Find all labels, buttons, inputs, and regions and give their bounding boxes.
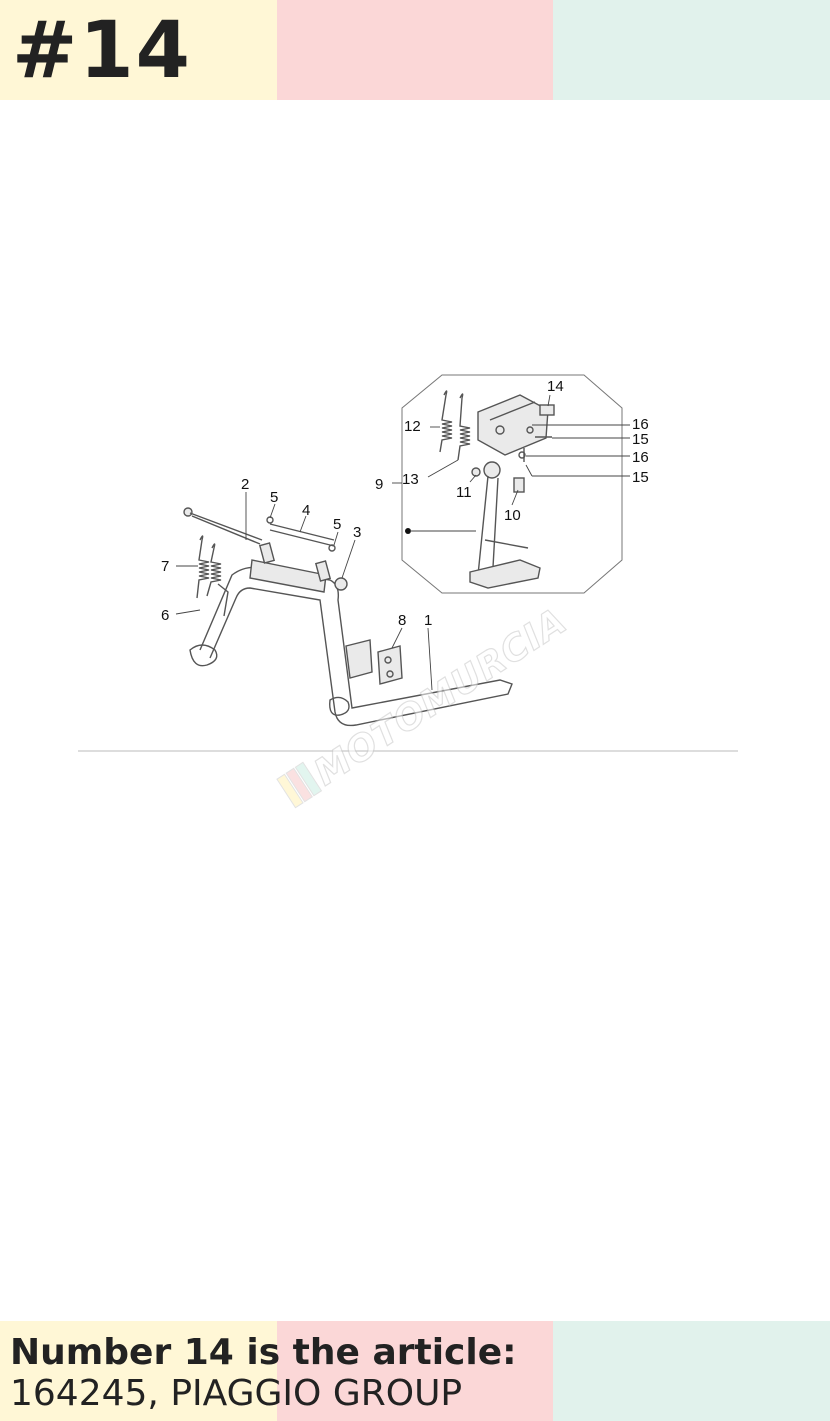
band-yellow (0, 0, 277, 100)
nut-3 (334, 577, 348, 591)
inset-frame (401, 374, 623, 594)
callout-13: 13 (402, 471, 419, 488)
main-stand-frame (189, 542, 513, 727)
article-caption-title: Number 14 is the article: (10, 1332, 517, 1373)
inset-dot (405, 528, 411, 534)
callout-6: 6 (161, 607, 169, 624)
item-number: #14 (12, 6, 192, 96)
part-11-nut (471, 467, 481, 477)
callout-4: 4 (302, 502, 310, 519)
pin-4 (269, 523, 335, 547)
spring-7 (196, 535, 210, 599)
part-14-block (539, 404, 555, 416)
callout-11: 11 (456, 484, 472, 501)
callout-16b: 16 (632, 449, 649, 466)
band-pink-bottom (276, 1321, 554, 1421)
parts-diagram: 1 2 3 4 5 5 6 7 8 9 10 11 12 13 14 15 15… (0, 360, 830, 820)
side-stand-bracket (477, 394, 549, 456)
band-pink (276, 0, 554, 100)
callout-5a: 5 (270, 489, 278, 506)
callout-15b: 15 (632, 469, 649, 486)
band-mint (553, 0, 830, 100)
callout-14: 14 (547, 378, 564, 395)
watermark-text: MOTOMURCIA (307, 601, 574, 794)
callout-16a: 16 (632, 416, 649, 433)
rubber-block-8 (345, 639, 403, 685)
callout-2: 2 (241, 476, 249, 493)
long-bolt-2 (183, 507, 263, 545)
washer-5-right (328, 544, 336, 552)
footer-color-band (0, 1321, 830, 1421)
callout-15a: 15 (632, 431, 649, 448)
inset-spring-12 (439, 390, 453, 453)
callout-1: 1 (424, 612, 432, 629)
side-stand-leg (469, 461, 541, 589)
band-yellow-bottom (0, 1321, 277, 1421)
callout-10: 10 (504, 507, 521, 524)
callout-9: 9 (375, 476, 383, 493)
part-10-pin (513, 477, 525, 493)
callout-7: 7 (161, 558, 169, 575)
article-caption-code: 164245, PIAGGIO GROUP (10, 1373, 463, 1414)
callout-5b: 5 (333, 516, 341, 533)
band-mint-bottom (553, 1321, 830, 1421)
header-color-band (0, 0, 830, 100)
spring-6 (206, 543, 222, 597)
watermark-logo: MOTOMURCIA (276, 600, 575, 809)
callout-8: 8 (398, 612, 406, 629)
part-16-washer (526, 426, 534, 434)
inset-spring-13 (457, 393, 471, 461)
part-16-washer-b (518, 451, 526, 459)
callout-3: 3 (353, 524, 361, 541)
callout-12: 12 (404, 418, 421, 435)
